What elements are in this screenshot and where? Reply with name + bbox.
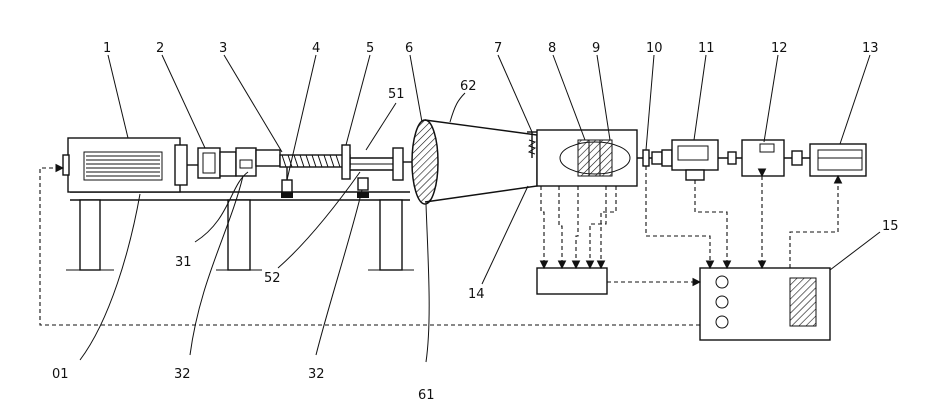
label-31: 31: [175, 255, 192, 270]
label-11: 11: [698, 41, 715, 56]
label-12: 12: [771, 41, 788, 56]
label-1: 1: [103, 41, 111, 56]
label-32-left: 32: [174, 367, 191, 382]
label-5: 5: [366, 41, 374, 56]
label-52: 52: [264, 271, 281, 286]
label-2: 2: [156, 41, 164, 56]
flange-5: [342, 145, 403, 198]
label-7: 7: [494, 41, 502, 56]
label-14: 14: [468, 287, 485, 302]
torque-sensor-11: [672, 140, 742, 180]
coupling-10: [637, 150, 672, 166]
label-62: 62: [460, 79, 477, 94]
controller-15: [700, 268, 830, 340]
load-motor-13: [810, 144, 866, 176]
label-51: 51: [388, 87, 405, 102]
motor-1: [63, 138, 187, 192]
label-10: 10: [646, 41, 663, 56]
label-9: 9: [592, 41, 600, 56]
test-section-8-9: [537, 130, 637, 186]
label-6: 6: [405, 41, 413, 56]
daq-box-14: [537, 268, 607, 294]
label-3: 3: [219, 41, 227, 56]
label-32-right: 32: [308, 367, 325, 382]
label-15: 15: [882, 219, 899, 234]
label-4: 4: [312, 41, 320, 56]
screw-shaft-3-4: [256, 150, 350, 198]
coupling-2: [187, 148, 236, 178]
label-13: 13: [862, 41, 879, 56]
gearbox-12: [742, 140, 810, 176]
label-01: 01: [52, 367, 69, 382]
bench-frame: [66, 192, 414, 270]
label-61: 61: [418, 388, 435, 403]
label-8: 8: [548, 41, 556, 56]
duct: [425, 93, 537, 202]
